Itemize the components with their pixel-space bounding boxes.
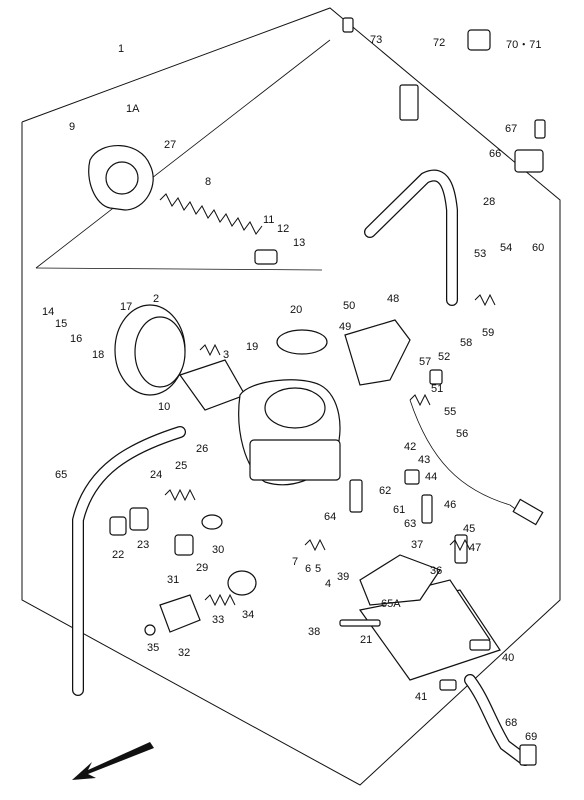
callout: 22 xyxy=(112,549,124,561)
callout: 38 xyxy=(308,626,320,638)
callout: 25 xyxy=(175,460,187,472)
hose-28 xyxy=(364,169,458,306)
callout: 45 xyxy=(463,523,475,535)
front-arrow xyxy=(72,742,154,780)
callout: 65A xyxy=(381,598,401,610)
callout: 37 xyxy=(411,539,423,551)
callout: 32 xyxy=(178,647,190,659)
throttle-cable xyxy=(409,399,531,521)
callout: 50 xyxy=(343,300,355,312)
callout: 44 xyxy=(425,471,437,483)
callout: 6 xyxy=(305,563,311,575)
callout: 68 xyxy=(505,717,517,729)
callout: 2 xyxy=(153,293,159,305)
callout: 1 xyxy=(118,43,124,55)
cable-end xyxy=(512,498,544,526)
callout: 47 xyxy=(469,542,481,554)
callout: 48 xyxy=(387,293,399,305)
callout: 8 xyxy=(205,176,211,188)
callout: 9 xyxy=(69,121,75,133)
callout: 64 xyxy=(324,511,336,523)
callout: 61 xyxy=(393,504,405,516)
callout: 19 xyxy=(246,341,258,353)
callout: 4 xyxy=(325,578,331,590)
callout: 5 xyxy=(315,563,321,575)
callout: 53 xyxy=(474,248,486,260)
top-cover xyxy=(88,145,154,211)
gasket xyxy=(276,329,328,355)
callout: 10 xyxy=(158,401,170,413)
callout: 7 xyxy=(292,556,298,568)
throttle-bracket xyxy=(344,319,411,386)
callout: 36 xyxy=(430,565,442,577)
callout: 39 xyxy=(337,571,349,583)
diaphragm xyxy=(114,304,186,396)
callout: 1A xyxy=(126,103,140,115)
small-parts xyxy=(109,17,546,766)
hose-68 xyxy=(464,674,531,766)
callout: 56 xyxy=(456,428,468,440)
callout: 73 xyxy=(370,34,382,46)
spring xyxy=(159,193,263,235)
callout: 57 xyxy=(419,356,431,368)
carburetor-body xyxy=(238,379,341,486)
callout: 43 xyxy=(418,454,430,466)
callout: 41 xyxy=(415,691,427,703)
callout: 69 xyxy=(525,731,537,743)
callout: 62 xyxy=(379,485,391,497)
callout: 28 xyxy=(483,196,495,208)
callout: 35 xyxy=(147,642,159,654)
callout: 31 xyxy=(167,574,179,586)
callout: 12 xyxy=(277,223,289,235)
callout: 24 xyxy=(150,469,162,481)
callout: 55 xyxy=(444,406,456,418)
callout: 46 xyxy=(444,499,456,511)
callout-labels: 1 1A 2 3 4 5 6 7 8 9 10 11 12 13 14 15 1… xyxy=(42,34,544,743)
callout: 59 xyxy=(482,327,494,339)
callout: 72 xyxy=(433,37,445,49)
callout: 40 xyxy=(502,652,514,664)
assembly-frame xyxy=(21,7,561,786)
callout: 58 xyxy=(460,337,472,349)
callout: 67 xyxy=(505,123,517,135)
callout: 26 xyxy=(196,443,208,455)
callout: 21 xyxy=(360,634,372,646)
callout: 13 xyxy=(293,237,305,249)
callout: 63 xyxy=(404,518,416,530)
callout: 65 xyxy=(55,469,67,481)
spring-coils xyxy=(164,293,496,607)
hose-65 xyxy=(72,426,186,696)
callout: 66 xyxy=(489,148,501,160)
callout: 34 xyxy=(242,609,254,621)
callout: 20 xyxy=(290,304,302,316)
piston xyxy=(179,359,246,411)
float xyxy=(359,554,441,606)
callout: 30 xyxy=(212,544,224,556)
callout: 23 xyxy=(137,539,149,551)
callout: 17 xyxy=(120,301,132,313)
callout: 33 xyxy=(212,614,224,626)
callout: 42 xyxy=(404,441,416,453)
callout: 11 xyxy=(263,214,274,226)
callout: 54 xyxy=(500,242,512,254)
callout: 3 xyxy=(223,349,229,361)
callout: 49 xyxy=(339,321,351,333)
callout: 51 xyxy=(431,383,443,395)
callout: 29 xyxy=(196,562,208,574)
callout: 16 xyxy=(70,333,82,345)
callout: 70・71 xyxy=(506,39,541,51)
callout: 18 xyxy=(92,349,104,361)
callout: 60 xyxy=(532,242,544,254)
callout: 52 xyxy=(438,351,450,363)
callout: 14 xyxy=(42,306,54,318)
callout: 15 xyxy=(55,318,67,330)
callout: 27 xyxy=(164,139,176,151)
